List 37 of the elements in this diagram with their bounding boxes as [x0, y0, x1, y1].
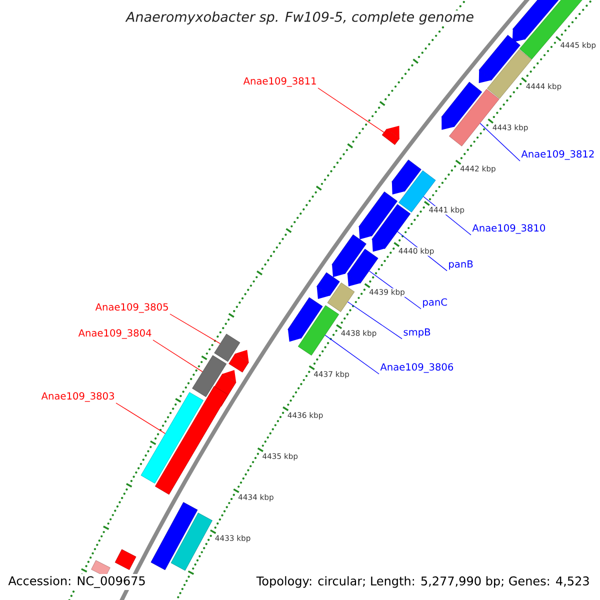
gene-segment: [519, 0, 584, 60]
gene-label: Anae109_3804: [78, 329, 152, 339]
gene-label: Anae109_3805: [95, 303, 168, 313]
gene-label: panB: [449, 260, 473, 270]
gene-segment: [327, 282, 355, 312]
gene-label: panC: [423, 298, 447, 308]
leader-line: [152, 340, 203, 372]
gene-segment: [288, 297, 323, 342]
gene-segment: [214, 334, 240, 362]
gene-segment: [382, 126, 400, 145]
gene-segment: [150, 502, 198, 570]
gene-label: Anae109_3803: [41, 392, 114, 402]
footer-text: Topology: circular; Length: 5,277,990 bp; Genes: 4,523: [254, 574, 592, 590]
gene-segment: [392, 160, 422, 195]
gene-segment: [140, 392, 204, 484]
leader-line: [116, 402, 166, 434]
leader-line: [170, 314, 220, 344]
gene-segment: [298, 305, 340, 356]
gene-label: Anae109_3811: [243, 77, 316, 87]
leader-line: [318, 88, 384, 133]
gene-segment: [192, 355, 227, 398]
gene-segment: [478, 34, 520, 84]
gene-label: Anae109_3812: [521, 150, 594, 160]
gene-label: smpB: [404, 328, 430, 338]
gene-segment: [332, 234, 366, 278]
gene-segment: [228, 350, 249, 372]
gene-segment: [316, 272, 340, 300]
gene-label: Anae109_3806: [380, 363, 454, 373]
gene-segment: [114, 549, 136, 570]
title: Anaeromyxobacter sp. Fw109-5, complete genome: [125, 10, 475, 26]
gene-label: Anae109_3810: [472, 224, 546, 234]
gene-segment: [358, 192, 398, 240]
footer-text: Accession: NC_009675: [6, 574, 148, 590]
gene-segment: [441, 82, 482, 130]
gene-segment: [347, 248, 378, 286]
gene-segment: [170, 512, 212, 571]
gene-segment: [91, 560, 110, 577]
